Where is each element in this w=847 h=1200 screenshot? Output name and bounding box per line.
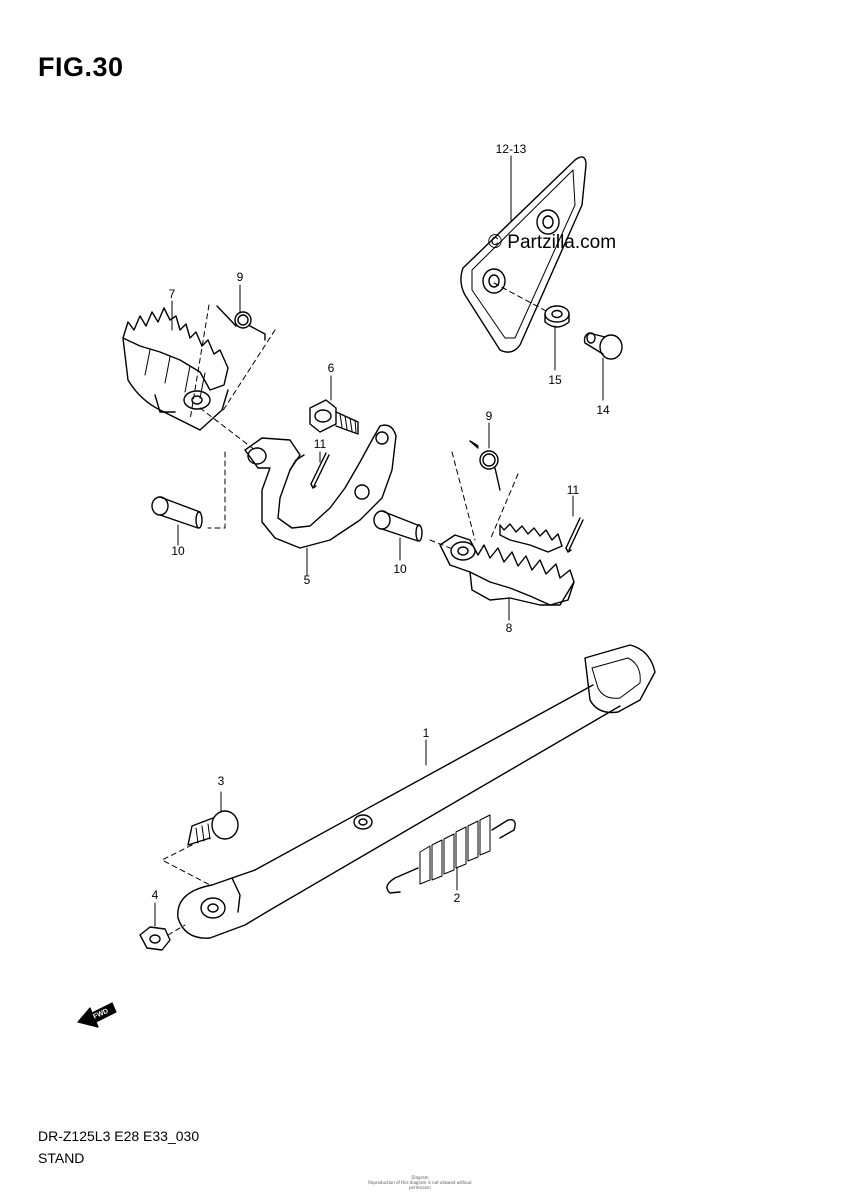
callout-6: 6	[327, 361, 335, 375]
callout-10-right: 10	[393, 562, 407, 576]
callout-1: 1	[422, 726, 430, 740]
callout-8: 8	[505, 621, 513, 635]
collar-part	[544, 305, 570, 328]
callout-3: 3	[217, 774, 225, 788]
watermark-text: © Partzilla.com	[488, 232, 617, 253]
side-stand-part	[177, 644, 656, 939]
spring-9-right-part	[469, 440, 501, 491]
figure-title: FIG.30	[38, 52, 124, 82]
cotter-pin-11-left-part	[310, 452, 330, 489]
callout-14: 14	[596, 403, 610, 417]
section-name: STAND	[38, 1150, 85, 1166]
callout-15: 15	[548, 373, 562, 387]
callout-4: 4	[151, 888, 159, 902]
bolt-6-part	[309, 399, 359, 435]
guard-plate-part	[460, 156, 587, 353]
callout-7: 7	[168, 287, 176, 301]
forward-arrow-icon	[77, 1002, 117, 1028]
callout-9-left: 9	[236, 270, 244, 284]
pivot-bolt-part	[187, 810, 239, 846]
stand-spring-part	[386, 814, 516, 894]
cotter-pin-11-right-part	[565, 517, 584, 553]
copyright-note: Diagram Reproduction of this diagram is …	[360, 1175, 480, 1190]
spring-9-left-part	[216, 305, 266, 341]
bolt-14-part	[583, 332, 623, 360]
bracket-part	[244, 424, 397, 549]
footpeg-right-part	[439, 523, 575, 606]
pin-10-right-part	[373, 510, 423, 542]
callout-5: 5	[303, 573, 311, 587]
callout-10-left: 10	[171, 544, 185, 558]
callout-11-left: 11	[313, 437, 327, 451]
callout-9-right: 9	[485, 409, 493, 423]
copyright-line-1: Diagram	[411, 1175, 429, 1180]
model-code: DR-Z125L3 E28 E33_030	[38, 1128, 200, 1144]
callout-12-13: 12-13	[495, 142, 527, 156]
footpeg-left-part	[122, 307, 229, 431]
callout-2: 2	[453, 891, 461, 905]
nut-part	[139, 926, 171, 951]
callout-11-right: 11	[566, 483, 580, 497]
copyright-line-2: Reproduction of this diagram is not allo…	[368, 1180, 472, 1190]
pin-10-left-part	[151, 496, 203, 529]
